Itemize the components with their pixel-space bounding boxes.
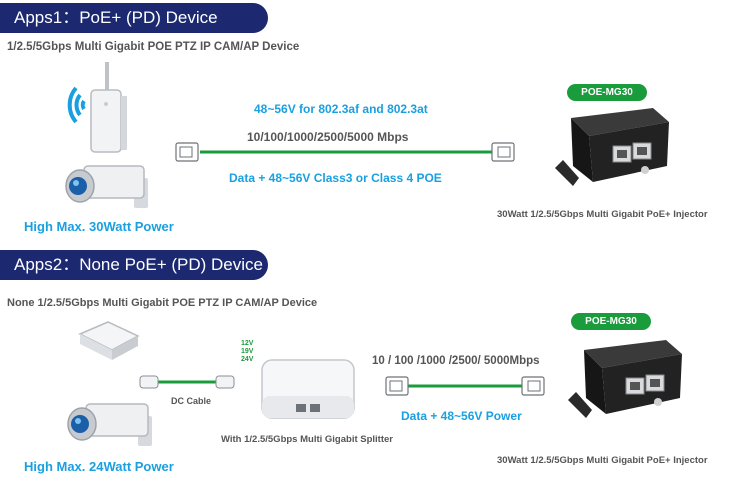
app1-injector-label: 30Watt 1/2.5/5Gbps Multi Gigabit PoE+ In… — [497, 209, 708, 220]
voltage-24v: 24V — [241, 356, 254, 363]
app1-banner: Apps1：PoE+ (PD) Device — [0, 3, 268, 33]
app1-voltage-label: 48~56V for 802.3af and 802.3at — [254, 102, 428, 116]
app1-data-label: Data + 48~56V Class3 or Class 4 POE — [229, 171, 442, 185]
ip-camera-icon — [65, 165, 148, 208]
app1-subtitle: 1/2.5/5Gbps Multi Gigabit POE PTZ IP CAM… — [7, 41, 300, 53]
voltage-12v: 12V — [241, 340, 254, 347]
ip-camera-icon-2 — [67, 403, 152, 446]
app2-power-label: High Max. 24Watt Power — [24, 459, 174, 474]
wifi-icon — [67, 86, 86, 124]
rj45-plug-left-icon-2 — [385, 376, 409, 396]
app1-power-label: High Max. 30Watt Power — [24, 219, 174, 234]
dc-cable-label: DC Cable — [171, 396, 212, 406]
app1-banner-text: Apps1：PoE+ (PD) Device — [14, 8, 218, 27]
poe-splitter-icon — [261, 359, 355, 419]
app2-injector-label: 30Watt 1/2.5/5Gbps Multi Gigabit PoE+ In… — [497, 455, 708, 466]
poe-injector-icon — [555, 108, 669, 186]
app1-speed-label: 10/100/1000/2500/5000 Mbps — [247, 130, 409, 144]
access-point-icon — [90, 62, 127, 153]
splitter-label: With 1/2.5/5Gbps Multi Gigabit Splitter — [221, 434, 393, 445]
app1-ethernet-cable — [175, 142, 515, 162]
app2-ethernet-cable — [385, 376, 545, 396]
app2-speed-label: 10 / 100 /1000 /2500/ 5000Mbps — [372, 355, 540, 367]
app2-banner: Apps2：None PoE+ (PD) Device — [0, 250, 268, 280]
ceiling-access-point-icon — [78, 321, 140, 360]
app2-model-badge: POE-MG30 — [571, 313, 651, 330]
app1-model-badge: POE-MG30 — [567, 84, 647, 101]
app2-banner-text: Apps2：None PoE+ (PD) Device — [14, 255, 263, 274]
rj45-plug-right-icon — [491, 142, 515, 162]
rj45-plug-right-icon-2 — [521, 376, 545, 396]
voltage-list: 12V 19V 24V — [241, 340, 253, 364]
poe-injector-icon-2 — [568, 340, 682, 418]
dc-cable — [139, 375, 235, 389]
voltage-19v: 19V — [241, 348, 254, 355]
app2-subtitle: None 1/2.5/5Gbps Multi Gigabit POE PTZ I… — [7, 297, 318, 309]
app2-data-label: Data + 48~56V Power — [401, 409, 522, 423]
rj45-plug-left-icon — [175, 142, 199, 162]
